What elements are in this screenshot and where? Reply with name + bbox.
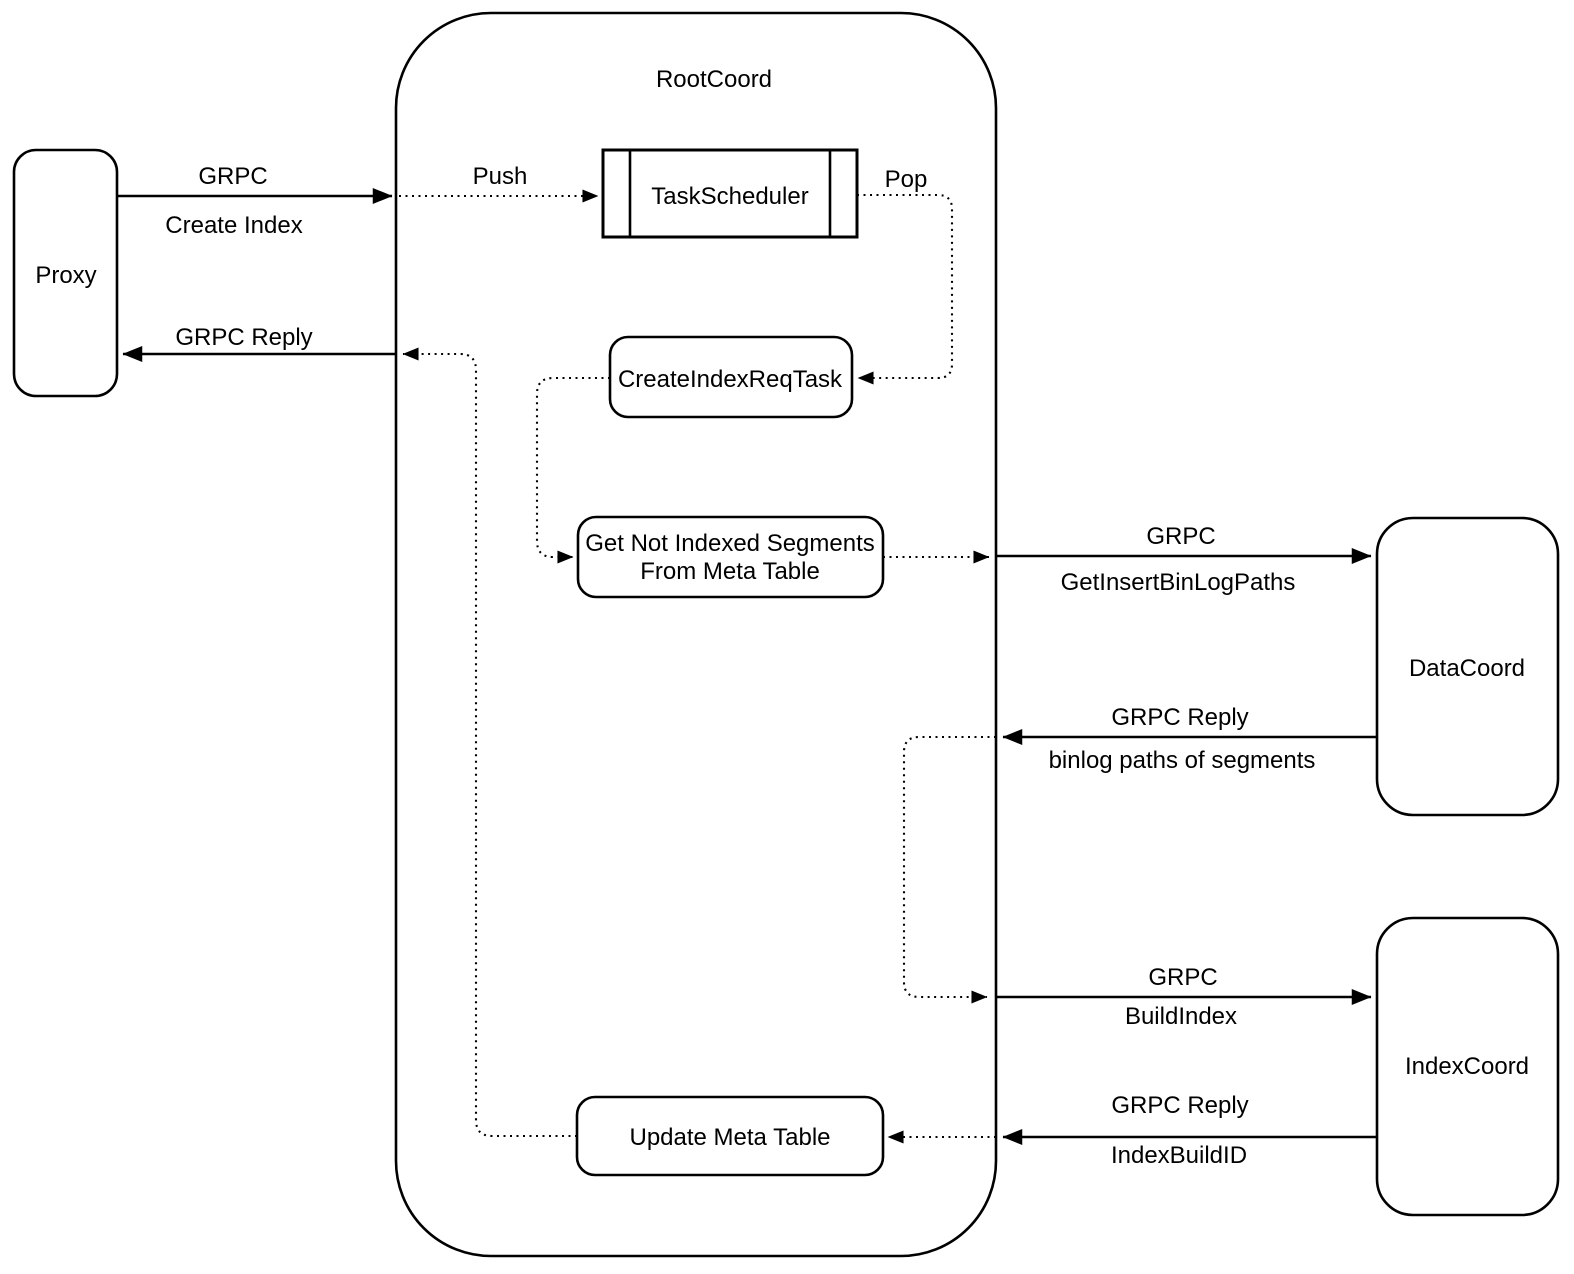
edge-task-to-get-not-indexed	[535, 376, 610, 564]
proxy-label: Proxy	[35, 262, 96, 289]
rootcoord-label: RootCoord	[656, 66, 772, 93]
push-label: Push	[473, 163, 528, 190]
task-scheduler-label: TaskScheduler	[651, 183, 808, 210]
get-not-indexed-node	[576, 515, 885, 599]
grpc-create-label: GRPC	[198, 163, 267, 190]
grpc-reply-proxy-label: GRPC Reply	[175, 324, 312, 351]
index-build-id-label: IndexBuildID	[1111, 1142, 1247, 1169]
data-coord-label: DataCoord	[1409, 655, 1525, 682]
grpc-reply-data-coord-label: GRPC Reply	[1111, 704, 1248, 731]
grpc-build-label: GRPC	[1148, 964, 1217, 991]
get-insert-binlog-paths-label: GetInsertBinLogPaths	[1061, 569, 1296, 596]
task-scheduler-node	[601, 148, 859, 239]
binlog-paths-label: binlog paths of segments	[1049, 747, 1316, 774]
proxy-node	[12, 148, 119, 398]
pop-label: Pop	[885, 166, 928, 193]
rootcoord-container	[394, 11, 998, 1258]
grpc-get-insert-label: GRPC	[1146, 523, 1215, 550]
index-coord-node	[1375, 916, 1560, 1217]
data-coord-node	[1375, 516, 1560, 817]
build-index-label: BuildIndex	[1125, 1003, 1237, 1030]
index-coord-label: IndexCoord	[1405, 1053, 1529, 1080]
update-meta-table-label: Update Meta Table	[629, 1124, 830, 1151]
get-not-indexed-label-line2: From Meta Table	[640, 558, 820, 585]
get-not-indexed-label-line1: Get Not Indexed Segments	[585, 530, 875, 557]
edge-binlog-to-build-loop	[902, 735, 996, 1004]
create-index-req-task-label: CreateIndexReqTask	[618, 366, 843, 393]
create-index-label: Create Index	[165, 212, 302, 239]
grpc-reply-index-coord-label: GRPC Reply	[1111, 1092, 1248, 1119]
edge-update-to-reply-return	[402, 347, 577, 1138]
